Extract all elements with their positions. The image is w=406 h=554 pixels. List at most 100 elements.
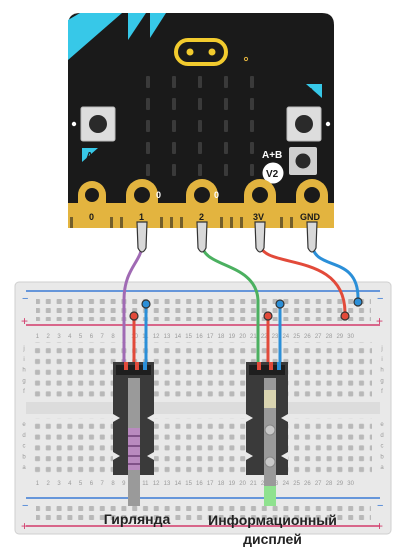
garland-label: Гирлянда	[103, 511, 171, 527]
svg-text:−: −	[22, 293, 28, 305]
led-3-2	[198, 142, 202, 154]
led-1-2	[198, 98, 202, 110]
row-number: 5	[79, 481, 83, 487]
led-0-3	[224, 76, 228, 88]
row-number: 24	[282, 481, 289, 487]
led-1-4	[250, 98, 254, 110]
row-letter: h	[22, 368, 25, 374]
led-1-1	[172, 98, 176, 110]
row-number: 4	[68, 481, 72, 487]
led-3-3	[224, 142, 228, 154]
led-1-0	[146, 98, 150, 110]
zero-mark-pin-1: 0	[156, 190, 161, 200]
edge-finger	[160, 217, 163, 228]
row-number: 6	[90, 481, 94, 487]
row-number: 17	[207, 334, 214, 340]
row-number: 15	[185, 334, 192, 340]
row-number: 28	[326, 334, 333, 340]
row-number: 30	[347, 334, 354, 340]
led-4-3	[224, 164, 228, 176]
edge-finger	[180, 217, 183, 228]
edge-finger	[240, 217, 243, 228]
row-letter: c	[23, 444, 26, 450]
row-number: 26	[304, 334, 311, 340]
svg-text:−: −	[22, 500, 28, 512]
row-number: 28	[326, 481, 333, 487]
button-ab-label: A+B	[262, 150, 282, 161]
row-number: 8	[111, 334, 115, 340]
edge-finger	[110, 217, 113, 228]
row-number: 17	[207, 481, 214, 487]
microphone-hole	[243, 56, 249, 62]
row-number: 4	[68, 334, 72, 340]
row-number: 9	[122, 481, 126, 487]
row-number: 12	[153, 334, 160, 340]
row-number: 2	[47, 481, 51, 487]
row-number: 11	[142, 481, 149, 487]
row-number: 2	[47, 334, 51, 340]
pin-3v-pad[interactable]	[244, 179, 276, 228]
svg-text:+: +	[21, 314, 28, 328]
row-number: 29	[336, 334, 343, 340]
row-number: 21	[250, 481, 257, 487]
row-letter: a	[380, 465, 384, 471]
row-number: 25	[293, 481, 300, 487]
garland-module	[113, 362, 154, 506]
row-letter: i	[381, 357, 382, 363]
pin-1-pad[interactable]	[126, 179, 158, 228]
top-power-rail: − + − +	[21, 290, 383, 328]
row-number: 14	[174, 481, 181, 487]
led-1-3	[224, 98, 228, 110]
row-letter: j	[22, 346, 24, 352]
led-4-4	[250, 164, 254, 176]
row-letter: h	[380, 368, 383, 374]
led-2-0	[146, 120, 150, 132]
svg-text:−: −	[377, 293, 383, 305]
row-letter: d	[22, 433, 25, 439]
row-letter: f	[23, 389, 25, 395]
row-number: 12	[153, 481, 160, 487]
button-b[interactable]	[286, 106, 331, 142]
svg-text:B: B	[306, 87, 313, 98]
led-3-0	[146, 142, 150, 154]
row-number: 7	[101, 481, 105, 487]
pin-2-pad[interactable]	[186, 179, 218, 228]
pin-label-gnd: GND	[300, 212, 321, 222]
cyan-accent-left	[68, 13, 122, 60]
row-letter: c	[381, 444, 384, 450]
row-number: 6	[90, 334, 94, 340]
led-4-1	[172, 164, 176, 176]
row-letter: f	[381, 389, 383, 395]
cyan-accent-stripe-2	[150, 13, 166, 38]
led-0-2	[198, 76, 202, 88]
terminal-strip-bottom	[32, 418, 372, 474]
button-a-badge: A	[82, 148, 98, 162]
row-number: 22	[261, 334, 268, 340]
row-number: 13	[164, 481, 171, 487]
svg-text:+: +	[376, 314, 383, 328]
button-ab[interactable]	[289, 147, 317, 175]
edge-finger	[220, 217, 223, 228]
row-number: 19	[228, 481, 235, 487]
led-3-4	[250, 142, 254, 154]
pin-gnd-pad[interactable]	[296, 179, 328, 228]
button-a[interactable]	[71, 106, 116, 142]
row-number: 16	[196, 334, 203, 340]
svg-text:−: −	[377, 500, 383, 512]
pin-0-pad[interactable]	[78, 181, 106, 228]
row-letter: b	[380, 454, 384, 460]
pin-label-1: 1	[139, 212, 144, 222]
row-letter: g	[22, 378, 25, 384]
svg-text:V2: V2	[266, 169, 279, 180]
row-number: 20	[239, 334, 246, 340]
wire-ends	[129, 297, 363, 321]
row-letter: b	[22, 454, 26, 460]
logo-icon	[174, 38, 228, 66]
edge-finger	[70, 217, 73, 228]
zero-mark-pin-2: 0	[214, 190, 219, 200]
row-number: 15	[185, 481, 192, 487]
led-0-0	[146, 76, 150, 88]
edge-finger	[170, 217, 173, 228]
